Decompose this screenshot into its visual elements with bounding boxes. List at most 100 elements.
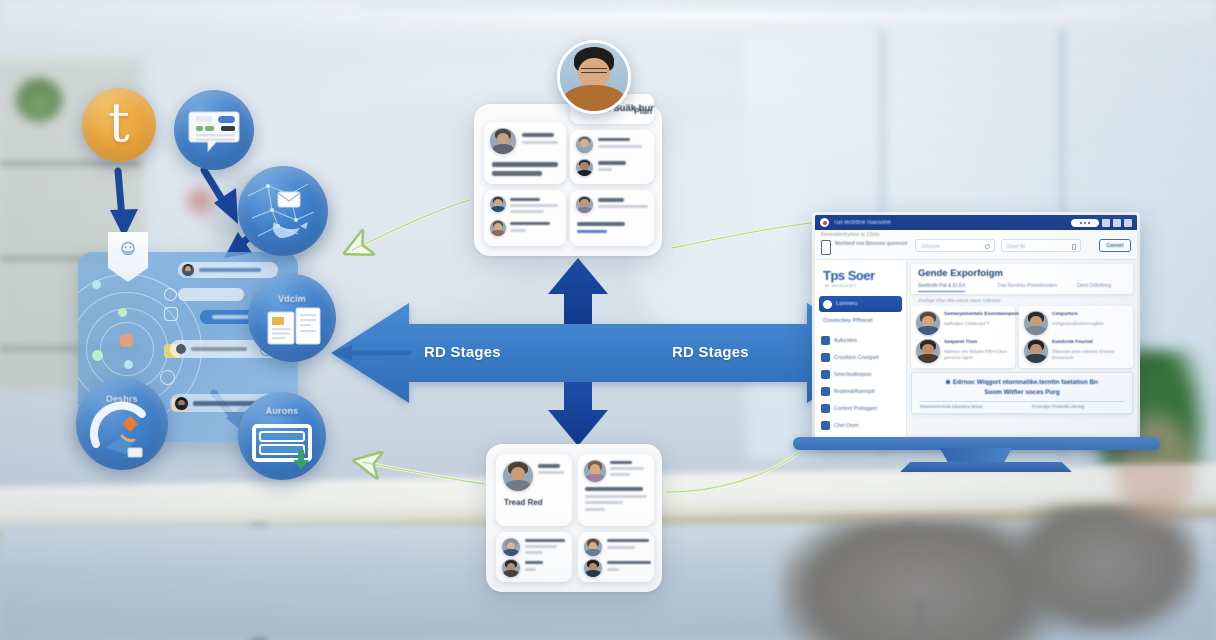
avatar bbox=[576, 159, 593, 176]
candidate-profile-panel[interactable]: Bep Iin Suäk bur bbox=[474, 94, 662, 256]
avatar bbox=[490, 196, 506, 212]
app-brand-sub: BY MICROSOFT bbox=[825, 284, 858, 288]
avatar bbox=[1024, 339, 1048, 363]
list-icon bbox=[821, 353, 830, 362]
connect-button-label: Connet bbox=[1106, 242, 1124, 249]
down-arrow-icon bbox=[548, 382, 608, 446]
candidate-avatar-caption: Plan bbox=[634, 106, 652, 116]
sidebar-section-header: Cnomctiey Pffmcel bbox=[823, 318, 873, 324]
breadcrumb: Reneadentrymne at 2Smn bbox=[821, 232, 880, 238]
notice-bullet-0[interactable]: Elaintvertrortola lufunetca Wune bbox=[920, 404, 983, 409]
monitor-base-bar bbox=[793, 437, 1160, 450]
tab-2[interactable]: Oent Ortbdleng bbox=[1077, 283, 1112, 289]
search-row-avatar bbox=[176, 344, 186, 354]
subcard-title-2 bbox=[510, 222, 550, 226]
search-icon bbox=[985, 244, 990, 249]
notice-bullet-1[interactable]: Eonentpn Pnebnitli.Ulentrg bbox=[1032, 404, 1085, 409]
desktop-monitor[interactable]: Tuil lectrbne Nassone Reneadentrymne at … bbox=[812, 212, 1140, 442]
office-chair-2 bbox=[1010, 505, 1200, 635]
subcard-line-3 bbox=[585, 501, 623, 504]
app-sidebar[interactable]: Tps Soer BY MICROSOFT Lsmneru Cnomctiey … bbox=[815, 260, 907, 439]
network-globe-icon[interactable] bbox=[238, 166, 328, 256]
window-control-pill[interactable] bbox=[1071, 218, 1099, 227]
profile-icon[interactable] bbox=[1113, 218, 1121, 227]
connect-button[interactable]: Connet bbox=[1099, 239, 1131, 252]
tab-0[interactable]: Seellroth Pat & Et Ert bbox=[918, 283, 966, 292]
sidebar-item-active-label: Lsmneru bbox=[836, 301, 858, 307]
sidebar-item-1-label: Crsorkinn Cnorgum bbox=[834, 354, 879, 361]
analytics-gauge-icon[interactable]: Deshrs bbox=[76, 378, 168, 470]
feed-arrow-chat bbox=[200, 166, 238, 224]
row-2-icon bbox=[164, 288, 177, 301]
sidebar-item-0[interactable]: Aufucldnn bbox=[821, 334, 900, 347]
dashboard-row-2[interactable] bbox=[178, 288, 244, 301]
result-subcard-4[interactable] bbox=[578, 532, 654, 582]
filter-input[interactable]: Eberl Ile bbox=[1001, 239, 1081, 252]
profile-subcard-left-2[interactable] bbox=[484, 190, 566, 246]
sidebar-item-2[interactable]: Smecbsdtorpion bbox=[821, 368, 900, 381]
sidebar-item-4[interactable]: Content Pndoggen bbox=[821, 402, 900, 415]
subcard-sub-2 bbox=[510, 209, 544, 213]
lock-icon bbox=[1072, 243, 1076, 250]
notice-banner[interactable]: Edrnoc Wiqgort ntornnatike.ternttn faeta… bbox=[911, 372, 1133, 414]
shelf-line-1 bbox=[0, 160, 140, 167]
sidebar-item-1[interactable]: Crsorkinn Cnorgum bbox=[821, 351, 900, 364]
result-card-1-row-1-title: Seeperet Ttom bbox=[944, 340, 978, 345]
app-logo-icon bbox=[820, 218, 829, 227]
profile-subcard-right-2[interactable] bbox=[570, 190, 654, 246]
tumblr-icon[interactable]: t bbox=[82, 88, 156, 162]
rd-stages-double-arrow bbox=[331, 303, 885, 403]
result-card-2-row-1-sub: Eftemnen pere entrnnte Enesne Enovescen bbox=[1052, 349, 1115, 360]
documents-icon[interactable]: Vdcim bbox=[248, 274, 336, 362]
search-input[interactable]: Orhrsyte bbox=[915, 239, 995, 252]
connector-bottom-right bbox=[665, 450, 801, 494]
avatar bbox=[576, 136, 593, 153]
tumblr-glyph: t bbox=[108, 91, 130, 154]
rd-stages-label-left: RD Stages bbox=[424, 344, 501, 361]
database-import-icon[interactable]: Aurons bbox=[238, 392, 326, 480]
candidate-results-panel[interactable]: Tread Red bbox=[486, 444, 662, 592]
app-titlebar: Tuil lectrbne Nassone bbox=[815, 215, 1137, 230]
avatar bbox=[916, 339, 940, 363]
window-controls[interactable] bbox=[1071, 218, 1132, 227]
tab-1[interactable]: Trtw Rentntu Prennihreden bbox=[997, 283, 1057, 289]
shelf-line-2 bbox=[0, 255, 140, 262]
subcard-sub-2 bbox=[525, 550, 543, 554]
subcard-line-2 bbox=[492, 171, 542, 176]
apps-icon[interactable] bbox=[1124, 218, 1132, 227]
monitor-bezel: Tuil lectrbne Nassone Reneadentrymne at … bbox=[812, 212, 1140, 442]
result-card-2[interactable]: Cenpurture Immgnoendrnebenuoghen Eundcnt… bbox=[1019, 306, 1133, 368]
subcard-title bbox=[522, 133, 554, 137]
ceiling-light-strip bbox=[300, 6, 1120, 22]
subcard-title bbox=[525, 539, 565, 543]
notifications-icon[interactable] bbox=[1102, 218, 1110, 227]
grid-icon bbox=[821, 421, 830, 430]
subcard-line-1 bbox=[577, 222, 625, 226]
chat-icon bbox=[821, 404, 830, 413]
avatar bbox=[490, 220, 506, 236]
subcard-title bbox=[598, 138, 630, 142]
connector-bottom-left bbox=[362, 462, 485, 486]
profile-subcard-right-1[interactable] bbox=[570, 130, 654, 184]
result-subcard-3[interactable] bbox=[496, 532, 572, 582]
avatar bbox=[584, 460, 606, 482]
result-subcard-1[interactable]: Tread Red bbox=[496, 454, 572, 526]
sidebar-item-4-label: Content Pndoggen bbox=[834, 405, 878, 412]
result-card-1[interactable]: Semeeyeinentels Eovnnteenpem Iwdhraber C… bbox=[911, 306, 1019, 368]
avatar bbox=[584, 559, 602, 577]
monitor-screen[interactable]: Tuil lectrbne Nassone Reneadentrymne at … bbox=[815, 215, 1137, 439]
sidebar-item-3[interactable]: Rnaten&Rsenoph bbox=[821, 385, 900, 398]
sidebar-item-5[interactable]: Chel Osen bbox=[821, 419, 900, 432]
sidebar-item-active[interactable]: Lsmneru bbox=[819, 296, 902, 312]
connector-top-right bbox=[671, 220, 819, 250]
chat-message-icon[interactable] bbox=[174, 90, 254, 170]
dashboard-primary-button-label bbox=[212, 315, 268, 319]
subcard-title bbox=[538, 464, 560, 468]
profile-subcard-left-1[interactable] bbox=[484, 122, 566, 184]
monitor-neck bbox=[940, 448, 1012, 464]
app-title: Tuil lectrbne Nassone bbox=[833, 219, 891, 226]
subcard-sub bbox=[607, 545, 635, 549]
result-subcard-2[interactable] bbox=[578, 454, 654, 526]
subcard-title bbox=[610, 461, 632, 465]
connector-top-left bbox=[352, 198, 471, 250]
